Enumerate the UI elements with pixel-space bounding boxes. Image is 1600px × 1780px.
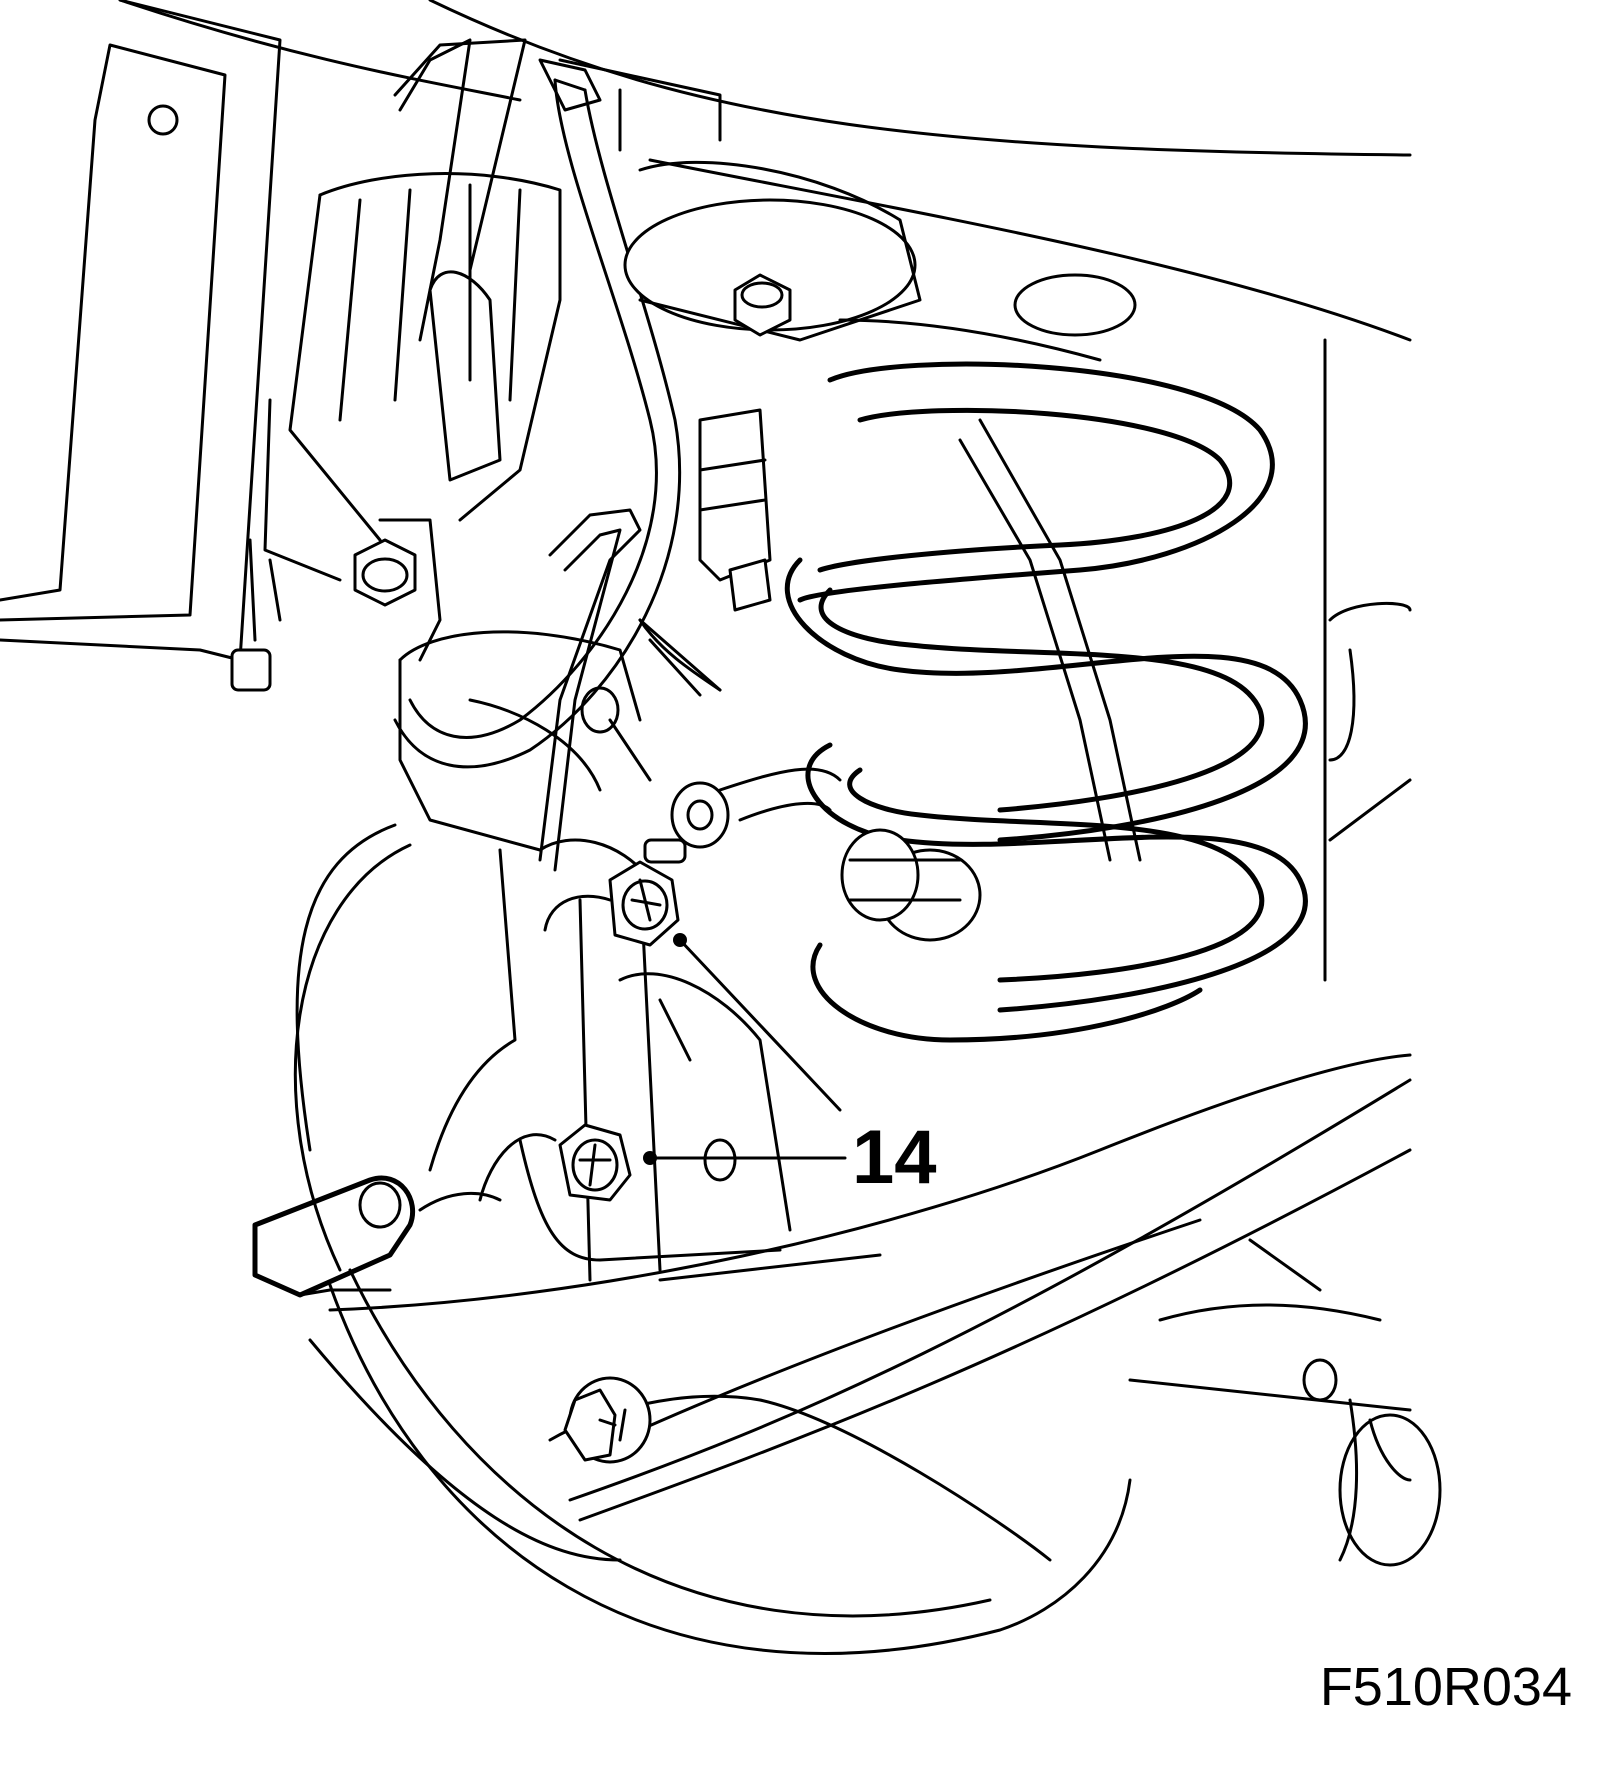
abs-sensor-bracket [252,848,557,1298]
callout-label: 14 [852,1115,937,1200]
figure-code: F510R034 [1319,1657,1572,1717]
spring-seat [623,160,1137,342]
left-bracket [0,0,282,692]
right-structure [1323,338,1412,982]
brake-pipe [393,38,527,342]
lower-control-arm [308,1053,1412,1562]
callout-14-leaders: 14 [643,933,937,1200]
callout-leader-upper [678,938,842,1112]
knuckle-upper [263,172,562,582]
seat-bolt [733,273,792,337]
control-arm-bolt [563,1376,652,1464]
shock-lower-end [698,408,772,612]
park-brake-cable [538,508,722,872]
caliper [398,630,882,1282]
bracket-stud [230,648,272,692]
upper-bolt [353,518,442,662]
brake-hose [393,58,682,769]
caliper-bolt-upper [608,860,680,947]
brake-disc [293,823,1132,1655]
stabilizer-link [840,418,1142,942]
coil-spring [784,318,1308,1043]
adjuster-link [580,686,842,864]
caliper-bolt-lower [558,1123,632,1202]
body-panel [118,0,1412,342]
bracket-hole [147,104,179,136]
hub-flange [1338,1398,1442,1567]
